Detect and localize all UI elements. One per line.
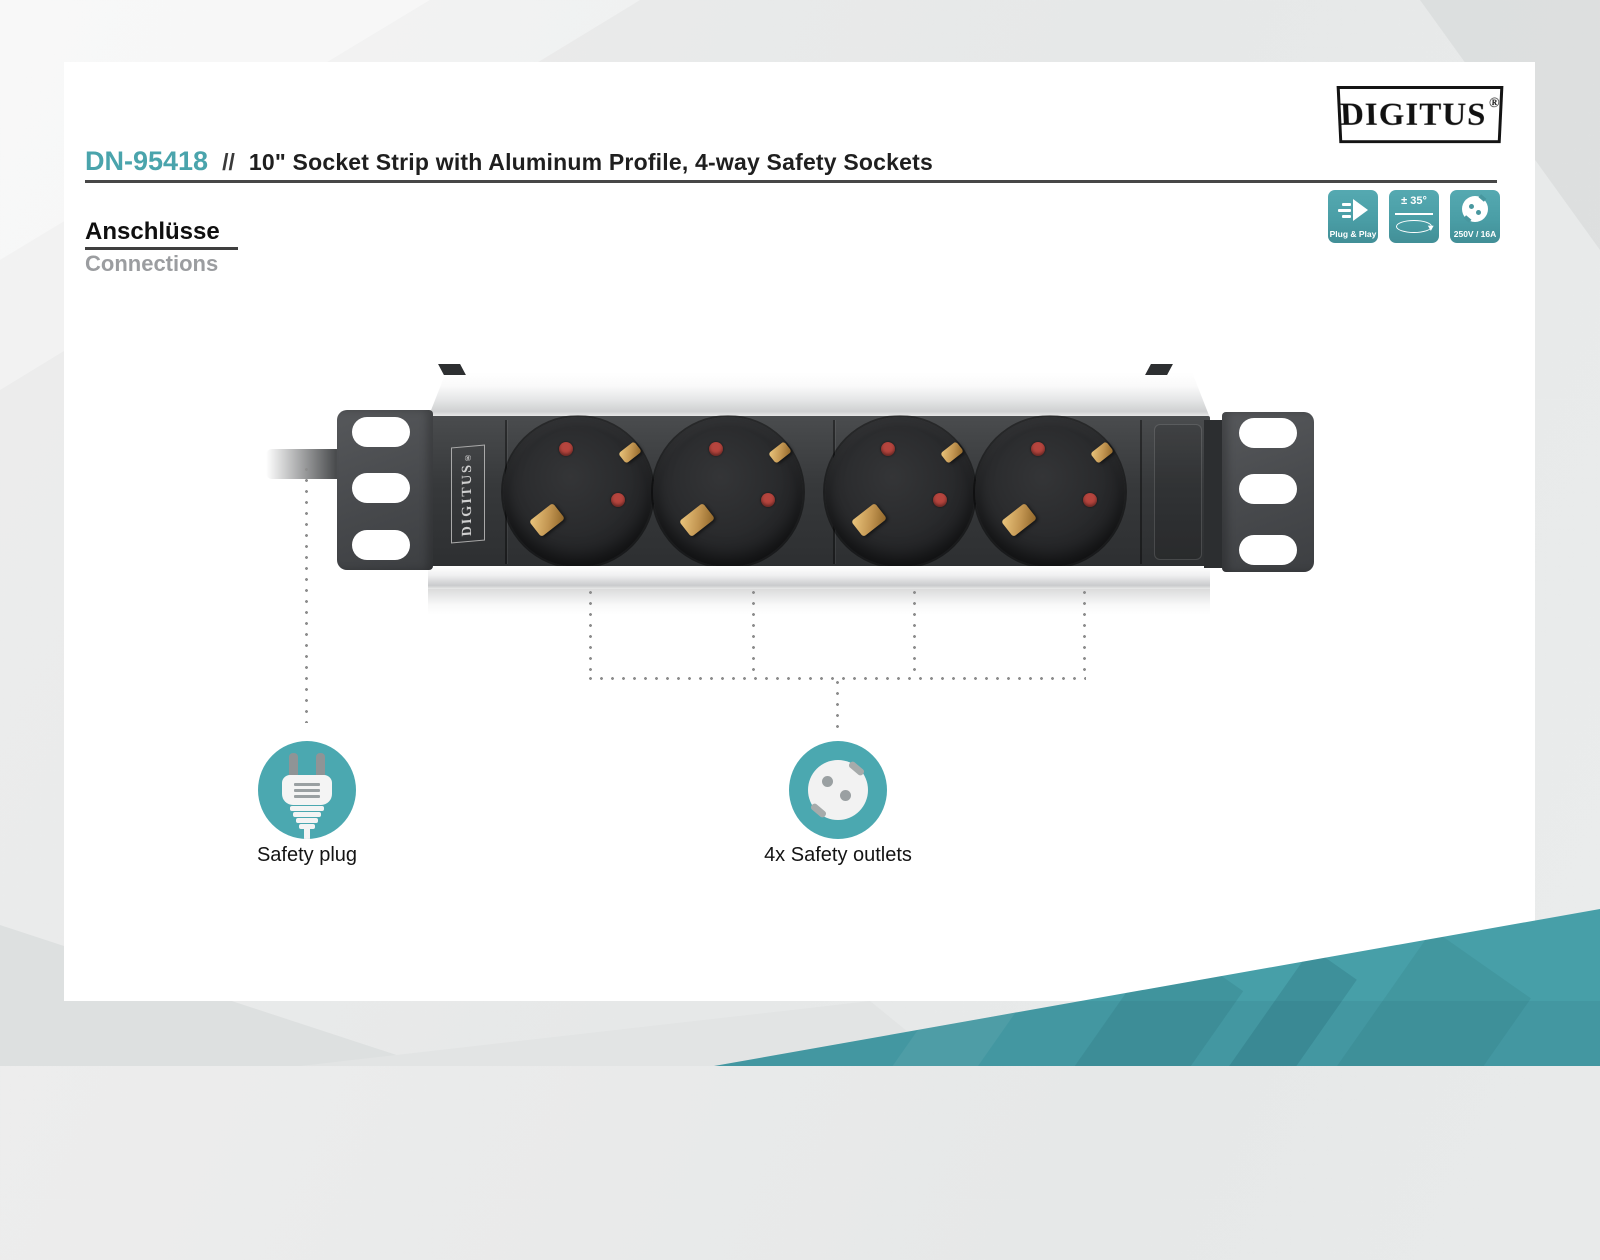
- plug-play-triangle: [1353, 199, 1368, 221]
- plug-body-line: [294, 795, 320, 798]
- tilt-baseline: [1395, 213, 1433, 215]
- plug-body-line: [294, 783, 320, 786]
- title-underline: [85, 180, 1497, 183]
- strip-brand-name: DIGITUS: [460, 462, 475, 538]
- plug-rib: [296, 818, 318, 823]
- socket-earth-clip: [679, 502, 715, 538]
- socket-face-icon: [1462, 194, 1488, 223]
- socket-red-shutter: [611, 493, 625, 507]
- socket-pin-hole: [1469, 204, 1474, 209]
- socket-earth-clip: [529, 502, 565, 538]
- strip-brand-plate: DIGITUS®: [451, 444, 485, 544]
- safety-plug-icon: [258, 741, 356, 839]
- page: { "brand": { "name": "DIGITUS", "reg": "…: [0, 0, 1600, 1066]
- feature-badges: Plug & Play ± 35° 250V / 16A: [1328, 190, 1500, 243]
- callout-label-safety-outlets: 4x Safety outlets: [764, 844, 912, 866]
- badge-plug-and-play: Plug & Play: [1328, 190, 1378, 243]
- badge-tilt-angle: ± 35°: [1389, 190, 1439, 243]
- plug-cord: [304, 828, 310, 839]
- socket-earth-notch: [1463, 215, 1472, 223]
- socket-red-shutter: [559, 442, 573, 456]
- panel-seam: [1140, 420, 1142, 564]
- plug-play-arrow-icon: [1328, 199, 1378, 221]
- strip-brand-label: DIGITUS®: [460, 450, 476, 538]
- strip-reflection: [428, 589, 1210, 615]
- connector-dotted-line-horizontal: [589, 677, 1086, 680]
- outlet-pin-hole: [840, 790, 851, 801]
- page-title: DN-95418 // 10" Socket Strip with Alumin…: [85, 146, 933, 177]
- bracket-hole: [352, 473, 410, 503]
- section-heading-de: Anschlüsse: [85, 218, 220, 245]
- socket-pin-hole: [1476, 210, 1481, 215]
- outlet-face: [808, 760, 868, 820]
- socket-earth-clip: [851, 502, 887, 538]
- safety-outlet-icon: [789, 741, 887, 839]
- connector-dotted-line-outlets: [836, 681, 839, 736]
- plug-play-lines: [1338, 202, 1351, 218]
- socket-red-shutter: [1031, 442, 1045, 456]
- badge-label: 250V / 16A: [1453, 229, 1497, 239]
- socket-red-shutter: [1083, 493, 1097, 507]
- mounting-bracket-left: [337, 410, 433, 570]
- outlet-earth-clip: [847, 760, 866, 777]
- connector-dotted-line-plug: [305, 468, 308, 723]
- safety-socket-3: [825, 417, 975, 567]
- badge-power-rating: 250V / 16A: [1450, 190, 1500, 243]
- socket-red-shutter: [709, 442, 723, 456]
- bracket-hole: [1239, 535, 1297, 565]
- brand-name: DIGITUS: [1339, 96, 1488, 133]
- bracket-hole: [352, 530, 410, 560]
- brand-logo-frame: DIGITUS®: [1336, 85, 1504, 144]
- connector-dotted-line-socket-2: [752, 591, 755, 679]
- safety-socket-4: [975, 417, 1125, 567]
- outlet-pin-hole: [822, 776, 833, 787]
- title-separator: //: [222, 149, 235, 175]
- socket-red-shutter: [881, 442, 895, 456]
- aluminum-profile-bottom: [428, 566, 1210, 589]
- plug-body-line: [294, 789, 320, 792]
- connector-dotted-line-socket-4: [1083, 591, 1086, 679]
- bracket-connector-right: [1204, 420, 1222, 568]
- section-heading-underline: [85, 247, 238, 250]
- section-heading-en: Connections: [85, 251, 219, 276]
- safety-socket-1: [503, 417, 653, 567]
- bracket-hole: [352, 417, 410, 447]
- socket-red-shutter: [761, 493, 775, 507]
- badge-label: Plug & Play: [1329, 229, 1377, 239]
- plug-rib: [290, 806, 324, 811]
- product-code: DN-95418: [85, 146, 209, 176]
- plug-rib: [299, 824, 315, 829]
- strip-brand-reg: ®: [463, 450, 473, 464]
- aluminum-profile-top: [428, 372, 1210, 418]
- plug-prong: [289, 753, 298, 779]
- bracket-hole: [1239, 418, 1297, 448]
- socket-earth-clip: [1001, 502, 1037, 538]
- connector-dotted-line-socket-3: [913, 591, 916, 679]
- outlet-earth-clip: [809, 802, 828, 819]
- plug-rib: [293, 812, 321, 817]
- socket-red-shutter: [933, 493, 947, 507]
- connector-dotted-line-socket-1: [589, 591, 592, 679]
- mounting-bracket-right: [1222, 412, 1314, 572]
- brand-logo: DIGITUS®: [1336, 85, 1504, 144]
- bracket-hole: [1239, 474, 1297, 504]
- badge-label: ± 35°: [1401, 195, 1427, 207]
- safety-socket-2: [653, 417, 803, 567]
- tilt-rotation-ellipse-icon: [1396, 220, 1432, 233]
- registered-trademark-mark: ®: [1488, 96, 1501, 112]
- plug-prong: [316, 753, 325, 779]
- blank-end-module: [1154, 424, 1202, 560]
- product-title: 10" Socket Strip with Aluminum Profile, …: [248, 149, 933, 175]
- plug-body: [282, 775, 332, 805]
- callout-label-safety-plug: Safety plug: [256, 844, 358, 866]
- socket-earth-notch: [1478, 194, 1487, 202]
